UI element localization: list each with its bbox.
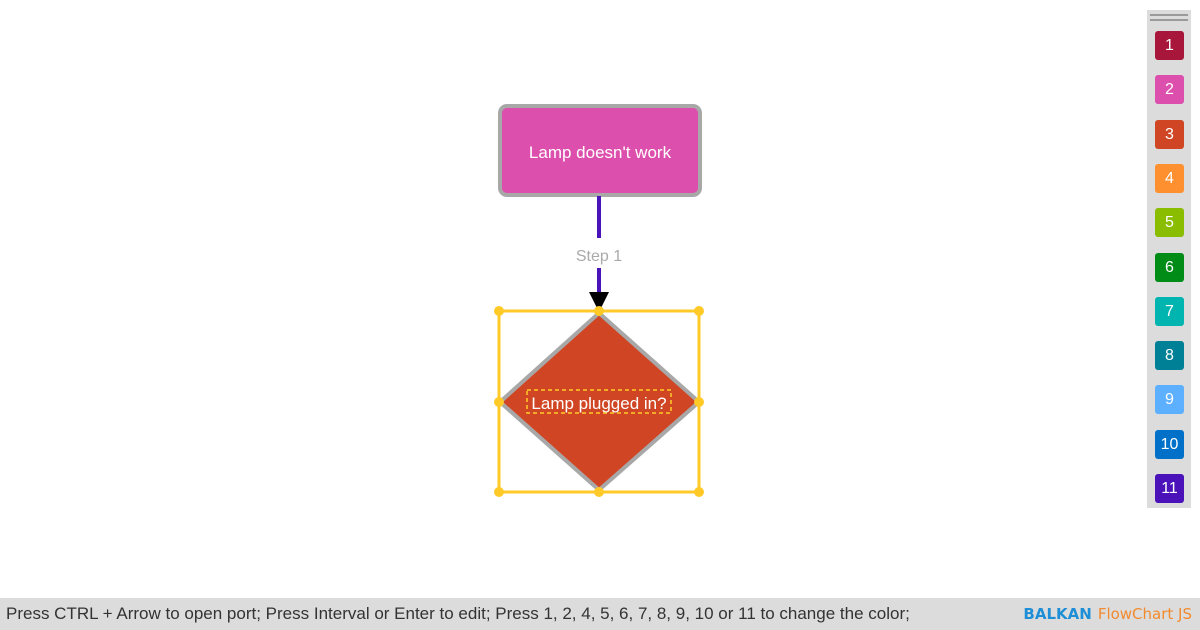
drag-handle[interactable] [1150, 19, 1188, 21]
brand-name: FlowChart JS [1097, 605, 1192, 623]
resize-handle[interactable] [694, 306, 704, 316]
node-lamp-doesnt-work[interactable]: Lamp doesn't work [498, 104, 702, 197]
color-swatch-5[interactable]: 5 [1155, 208, 1184, 238]
color-swatch-9[interactable]: 9 [1155, 385, 1184, 415]
status-bar: Press CTRL + Arrow to open port; Press I… [0, 598, 1200, 630]
color-swatch-2[interactable]: 2 [1155, 75, 1184, 105]
resize-handle[interactable] [694, 487, 704, 497]
color-swatch-4[interactable]: 4 [1155, 163, 1184, 193]
resize-handle[interactable] [494, 397, 504, 407]
selection-box[interactable] [494, 306, 704, 497]
color-swatch-11[interactable]: 11 [1155, 474, 1184, 503]
color-swatch-3[interactable]: 3 [1155, 119, 1184, 149]
link-step-1[interactable]: Step 1 [576, 196, 622, 312]
color-swatch-7[interactable]: 7 [1155, 296, 1184, 326]
node-lamp-plugged-in[interactable]: Lamp plugged in? [496, 310, 703, 493]
resize-handle[interactable] [494, 487, 504, 497]
brand-bold: BALKAN [1023, 605, 1092, 623]
color-swatch-10[interactable]: 10 [1155, 429, 1184, 459]
label-edit-box[interactable] [526, 389, 672, 414]
link-label: Step 1 [576, 248, 622, 265]
resize-handle[interactable] [594, 487, 604, 497]
color-swatch-8[interactable]: 8 [1155, 341, 1184, 371]
color-swatch-6[interactable]: 6 [1155, 252, 1184, 282]
resize-handle[interactable] [594, 306, 604, 316]
brand-logo: BALKAN FlowChart JS [1023, 598, 1192, 630]
drag-handle[interactable] [1150, 14, 1188, 16]
status-hint: Press CTRL + Arrow to open port; Press I… [6, 604, 910, 623]
resize-handle[interactable] [494, 306, 504, 316]
resize-handle[interactable] [694, 397, 704, 407]
node-label: Lamp doesn't work [529, 143, 672, 162]
arrowhead-icon [589, 292, 609, 312]
color-swatch-1[interactable]: 1 [1155, 31, 1184, 60]
flowchart-canvas[interactable]: Lamp doesn't work Step 1 Lamp plugged in… [0, 0, 1200, 598]
color-palette: 1 2 3 4 5 6 7 8 9 10 11 [1147, 10, 1191, 508]
node-label: Lamp plugged in? [531, 394, 666, 413]
